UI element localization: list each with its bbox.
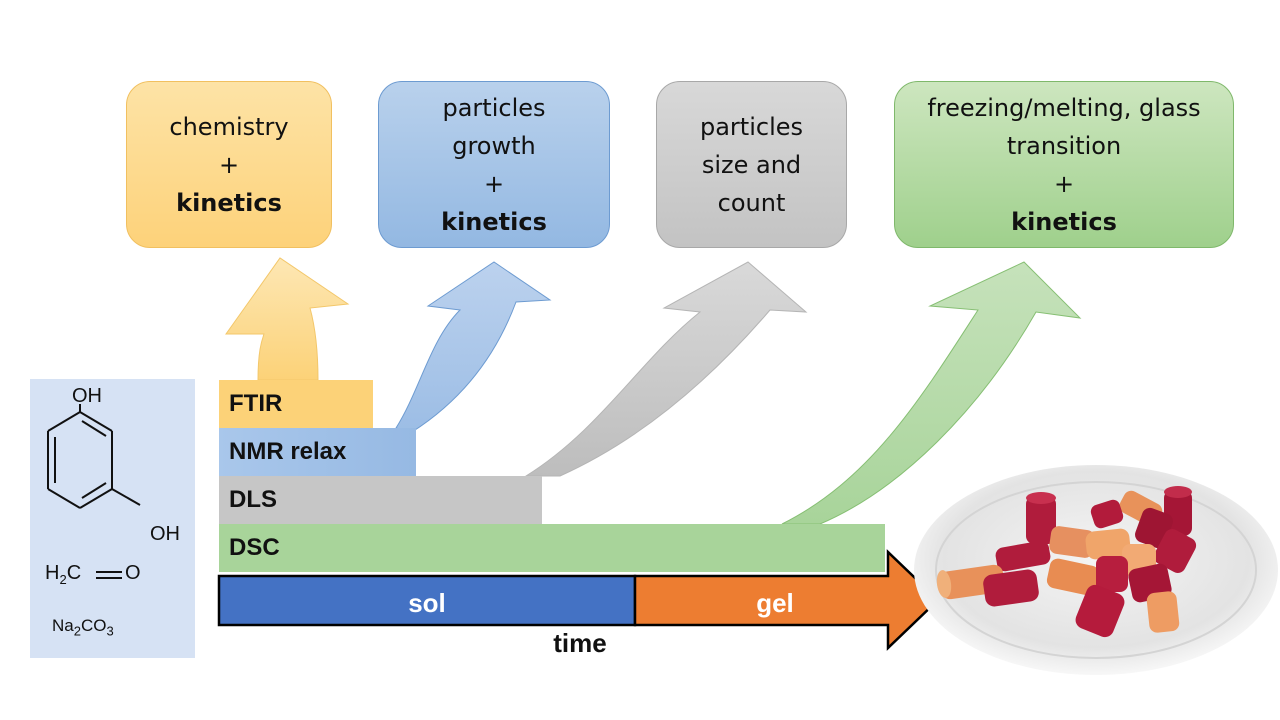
box-text: growth: [452, 131, 536, 160]
box-kinetics: kinetics: [441, 207, 547, 236]
box-text: size and: [701, 150, 802, 179]
box-kinetics: kinetics: [176, 188, 282, 217]
box-text: chemistry: [169, 112, 289, 141]
formaldehyde-o: O: [125, 562, 141, 584]
box-text: particles: [699, 112, 804, 141]
technique-nmr-relax: NMR relax: [219, 428, 416, 476]
arrow-dsc-to-freezing: [781, 261, 1082, 525]
co-text: CO: [80, 616, 107, 635]
sol-label: sol: [408, 588, 446, 618]
time-axis-label: time: [553, 628, 607, 658]
arrow-nmr-to-particles: [395, 261, 552, 433]
box-kinetics: kinetics: [1011, 207, 1117, 236]
technique-ftir: FTIR: [219, 380, 373, 428]
chemistry-kinetics-box: chemistry + kinetics: [126, 81, 332, 248]
na-text: Na: [52, 616, 74, 635]
resorcinol-structure: [47, 404, 141, 579]
sodium-carbonate-label: Na2CO3: [52, 616, 114, 638]
oh-top-text: OH: [72, 385, 102, 407]
arrow-dls-to-size: [524, 261, 808, 477]
formaldehyde-o-label: O: [125, 562, 141, 585]
na-sub: 2: [73, 623, 81, 639]
box-plus: +: [218, 150, 240, 179]
formaldehyde-h: H: [45, 562, 60, 584]
technique-dsc: DSC: [219, 524, 885, 572]
co-sub: 3: [106, 623, 114, 639]
box-text: freezing/melting, glass: [927, 93, 1201, 122]
formaldehyde-h-sub: 2: [59, 572, 67, 587]
technique-dls: DLS: [219, 476, 542, 524]
box-text: transition: [1006, 131, 1122, 160]
gel-samples-photo: [914, 465, 1278, 675]
formaldehyde-label: H2C: [45, 562, 81, 587]
box-text: count: [717, 188, 786, 217]
formaldehyde-c: C: [66, 562, 82, 584]
gel-label: gel: [756, 588, 794, 618]
oh-bottom-text: OH: [150, 523, 180, 545]
box-plus: +: [1053, 169, 1075, 198]
arrow-ftir-to-chemistry: [225, 257, 350, 381]
box-text: particles: [442, 93, 546, 122]
freezing-melting-box: freezing/melting, glass transition + kin…: [894, 81, 1234, 248]
box-plus: +: [483, 169, 505, 198]
particles-size-box: particles size and count: [656, 81, 847, 248]
oh-bottom-label: OH: [150, 523, 180, 546]
particles-growth-box: particles growth + kinetics: [378, 81, 610, 248]
gel-arrow: [633, 549, 940, 651]
reagents-panel: OH OH H2C O Na2CO3: [30, 379, 195, 658]
oh-top-label: OH: [72, 385, 102, 408]
